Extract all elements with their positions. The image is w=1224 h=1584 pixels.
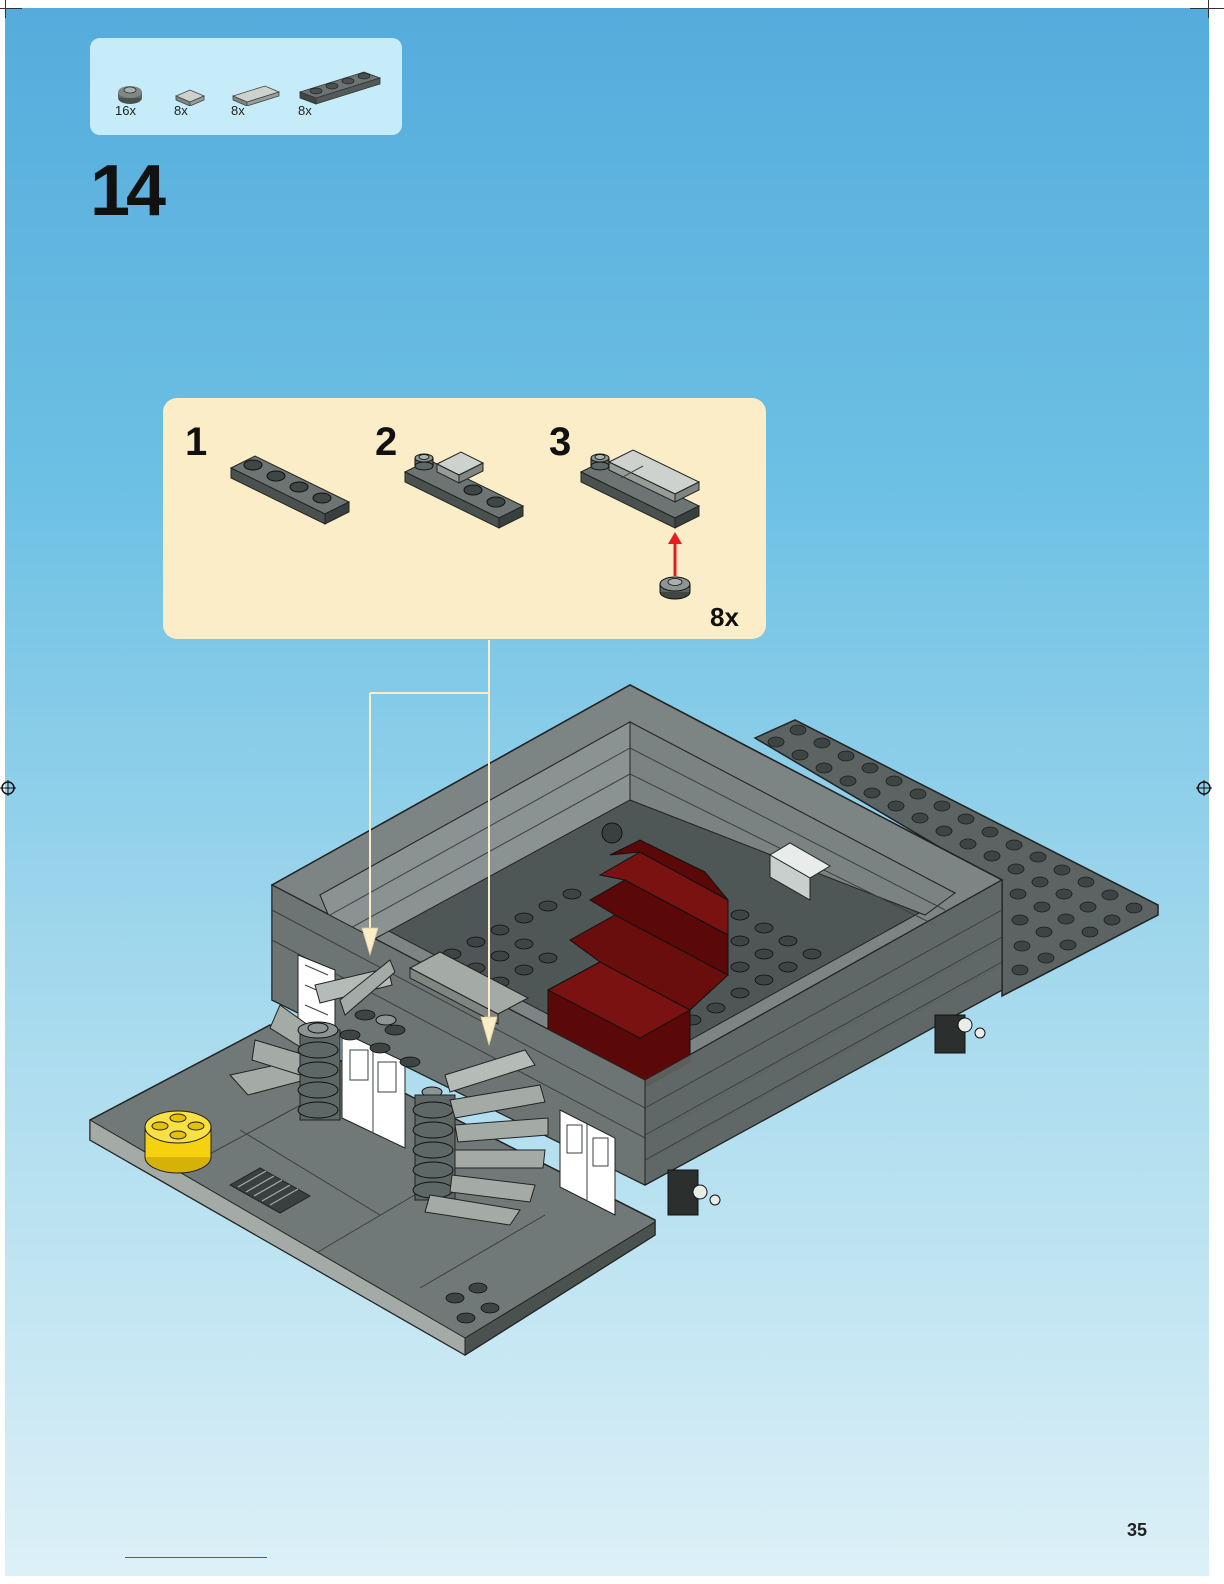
yellow-round-brick [145, 1111, 211, 1173]
page-number: 35 [1127, 1520, 1147, 1541]
footer-line [125, 1557, 267, 1558]
